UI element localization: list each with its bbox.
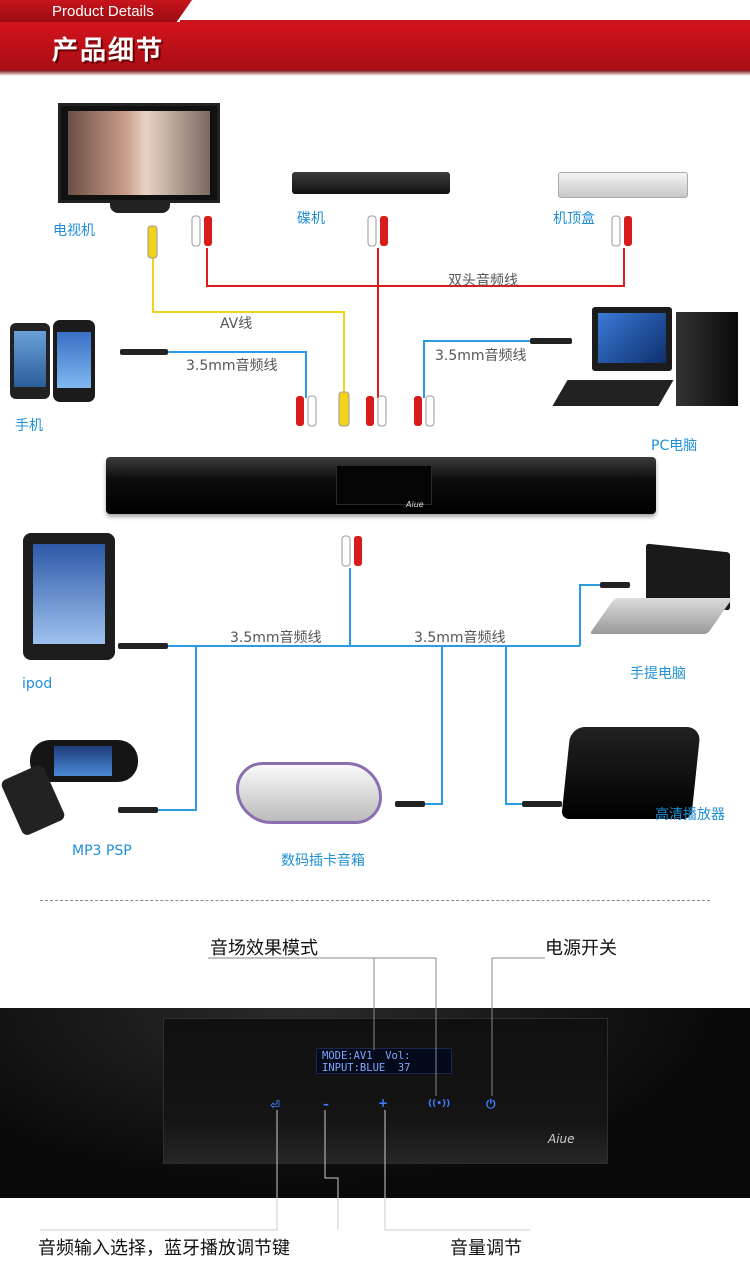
rca-plug-icon (147, 215, 632, 259)
blue-cable-pc (423, 340, 530, 398)
soundbar-logo: Aiue (406, 500, 424, 509)
callout-input-select: 音频输入选择，蓝牙播放调节键 (38, 1238, 290, 1259)
header-subtitle: Product Details (52, 3, 154, 20)
blue-cable-speaker (405, 646, 443, 805)
label-35mm-cable-phone: 3.5mm音频线 (186, 358, 278, 374)
blue-cable-mp3 (158, 646, 197, 811)
label-dvd: 碟机 (297, 211, 325, 227)
pc-screen (598, 313, 666, 363)
label-ipod: ipod (22, 676, 53, 692)
set-top-box-icon (558, 172, 688, 198)
phone-screen (14, 331, 46, 387)
sound-effect-icon[interactable]: ((•)) (428, 1099, 451, 1109)
label-phone: 手机 (15, 418, 43, 434)
laptop-base (589, 598, 733, 634)
header-tab (0, 0, 192, 22)
blue-cable-hdp (505, 646, 522, 805)
rca-input-plugs-icon (296, 391, 435, 567)
tv-stand (110, 203, 170, 213)
label-pc: PC电脑 (651, 438, 698, 454)
callout-power: 电源开关 (545, 938, 617, 959)
label-card-speaker: 数码插卡音箱 (281, 853, 365, 869)
volume-up-icon[interactable]: + (378, 1096, 389, 1110)
ipad-screen (33, 544, 105, 644)
tv-screen-image (68, 111, 210, 195)
lcd-line-1: MODE:AV1 Vol: (322, 1050, 411, 1062)
lcd-line-2: INPUT:BLUE 37 (322, 1062, 411, 1074)
card-speaker-icon (236, 762, 382, 824)
label-av-cable: AV线 (220, 316, 253, 332)
soundbar-panel (336, 465, 432, 505)
blue-cable-laptop (579, 584, 600, 646)
label-dual-audio-cable: 双头音频线 (448, 273, 518, 289)
callout-volume: 音量调节 (450, 1238, 522, 1259)
keyboard-icon (552, 380, 674, 406)
volume-down-icon[interactable]: – (323, 1097, 329, 1111)
input-select-icon[interactable]: ⏎ (270, 1098, 281, 1112)
panel-brand-logo: Aiue (548, 1132, 575, 1146)
power-icon[interactable]: ⏻ (486, 1097, 496, 1111)
lcd-display: MODE:AV1 Vol: INPUT:BLUE 37 (316, 1048, 452, 1074)
header-banner (0, 22, 750, 70)
label-mp3-psp: MP3 PSP (72, 843, 132, 859)
header-rule (180, 20, 750, 22)
label-tv: 电视机 (53, 223, 95, 239)
callout-sound-effect: 音场效果模式 (210, 938, 318, 959)
blue-cable-phone (168, 351, 307, 398)
phone-screen (57, 332, 91, 388)
pc-tower-icon (676, 312, 738, 406)
psp-screen (54, 746, 112, 776)
label-laptop: 手提电脑 (630, 666, 686, 682)
dvd-player-icon (292, 172, 450, 194)
page-title: 产品细节 (52, 36, 165, 66)
label-35mm-cable-right: 3.5mm音频线 (414, 630, 506, 646)
label-set-top-box: 机顶盒 (553, 211, 595, 227)
section-divider (40, 900, 710, 901)
red-cable (206, 248, 625, 287)
label-35mm-cable-left: 3.5mm音频线 (230, 630, 322, 646)
label-35mm-cable-pc: 3.5mm音频线 (435, 348, 527, 364)
mini-jack-icon (118, 338, 630, 813)
callout-leaders (40, 957, 545, 1231)
header-shadow (0, 70, 750, 76)
label-hd-player: 高清播放器 (655, 807, 725, 823)
yellow-cable (152, 258, 345, 392)
connection-diagram (118, 215, 632, 813)
